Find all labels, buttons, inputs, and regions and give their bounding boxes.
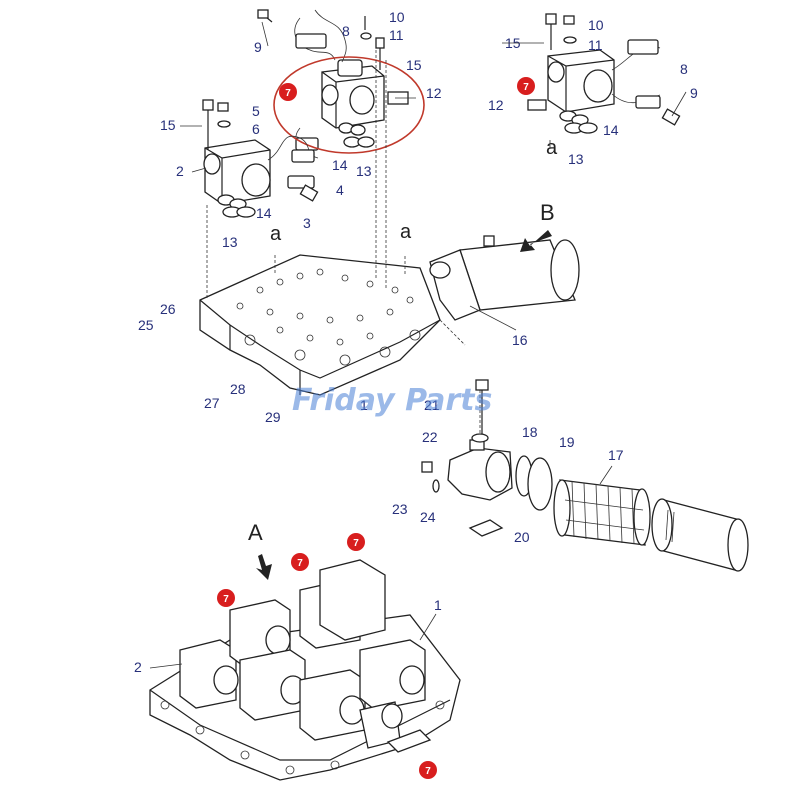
- callout-number: 14: [332, 157, 348, 173]
- callout-number: 16: [512, 332, 528, 348]
- callout-number: 6: [252, 121, 260, 137]
- callout-number: 4: [336, 182, 344, 198]
- callout-number: 24: [420, 509, 436, 525]
- callout-number: 9: [254, 39, 262, 55]
- callout-number: 25: [138, 317, 154, 333]
- callout-number: 2: [134, 659, 142, 675]
- marker-badge: 7: [279, 83, 297, 101]
- marker-badge: 7: [217, 589, 235, 607]
- svg-text:7: 7: [425, 766, 431, 777]
- marker-badge: 7: [419, 761, 437, 779]
- callout-number: 19: [559, 434, 575, 450]
- view-label-a: a: [400, 221, 412, 243]
- solenoid-valve-right: [527, 13, 681, 134]
- callout-number: 22: [422, 429, 438, 445]
- callout-number: 14: [256, 205, 272, 221]
- svg-text:7: 7: [523, 82, 529, 93]
- callout-number: 11: [588, 37, 603, 53]
- valve-body-plate: [199, 254, 441, 396]
- watermark: Friday Parts: [292, 383, 492, 418]
- marker-badge: 7: [347, 533, 365, 551]
- view-label-B: B: [540, 200, 555, 225]
- callout-number: 8: [342, 23, 350, 39]
- callout-number: 12: [426, 85, 442, 101]
- callout-number: 12: [488, 97, 504, 113]
- callout-number: 23: [392, 501, 408, 517]
- solenoid-valve-top-center: [257, 9, 409, 151]
- callout-number: 3: [303, 215, 311, 231]
- callout-number: 9: [690, 85, 698, 101]
- svg-text:7: 7: [223, 594, 229, 605]
- view-label-a: a: [270, 223, 282, 245]
- callout-number: 15: [406, 57, 422, 73]
- callout-number: 13: [222, 234, 238, 250]
- svg-text:7: 7: [353, 538, 359, 549]
- marker-badge: 7: [517, 77, 535, 95]
- solenoid-cylinder-16: [429, 235, 580, 321]
- callout-number: 15: [160, 117, 176, 133]
- svg-text:7: 7: [297, 558, 303, 569]
- callout-leaders: [149, 21, 687, 669]
- leader-lines: [206, 50, 551, 440]
- callout-number: 28: [230, 381, 246, 397]
- marker-badges: 7 7 7 7 7 7: [217, 77, 535, 779]
- callout-number: 11: [389, 27, 404, 43]
- callout-number: 21: [424, 397, 440, 413]
- callout-number: 13: [568, 151, 584, 167]
- callout-number: 26: [160, 301, 176, 317]
- callout-number: 5: [252, 103, 260, 119]
- callout-number: 20: [514, 529, 530, 545]
- solenoid-valve-left: [202, 99, 319, 218]
- filter-cartridge: [651, 498, 749, 572]
- callout-number: 18: [522, 424, 538, 440]
- callout-number: 14: [603, 122, 619, 138]
- callout-number: 17: [608, 447, 624, 463]
- arrow-A-icon: [256, 554, 272, 580]
- callout-number: 13: [356, 163, 372, 179]
- callout-number: 1: [434, 597, 442, 613]
- callout-number: 8: [680, 61, 688, 77]
- view-label-A: A: [248, 520, 263, 545]
- callout-number: 10: [588, 17, 604, 33]
- callout-number: 10: [389, 9, 405, 25]
- callout-labels: 10 11 8 9 15 12 14 13 4 3 15 5 6 2 14 13…: [134, 9, 698, 675]
- marker-badge: 7: [291, 553, 309, 571]
- callout-number: 2: [176, 163, 184, 179]
- callout-number: 29: [265, 409, 281, 425]
- assembled-valve-body: [149, 559, 461, 781]
- filter-housing: [421, 379, 513, 537]
- callout-number: 1: [360, 397, 368, 413]
- svg-text:7: 7: [285, 88, 291, 99]
- view-label-a: a: [546, 137, 558, 159]
- o-ring-19: [527, 457, 553, 511]
- filter-element-17: [553, 479, 651, 546]
- callout-number: 27: [204, 395, 220, 411]
- arrow-B-icon: [520, 230, 552, 252]
- highlight-ring: [273, 56, 425, 154]
